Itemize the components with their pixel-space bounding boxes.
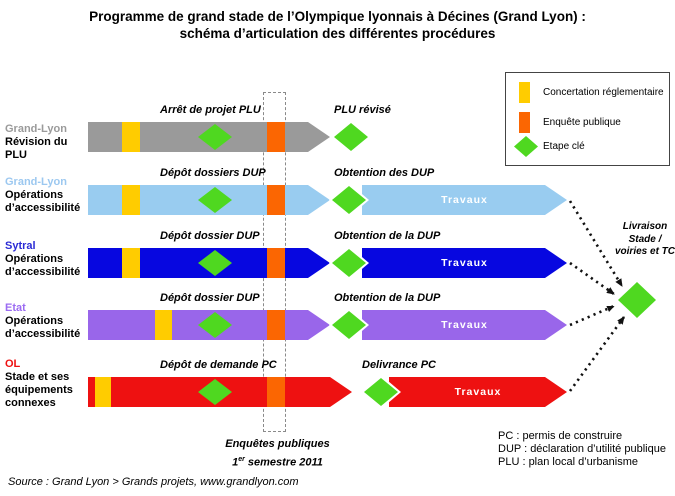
row-name-line: Opérations [5,189,64,201]
travaux-label: Travaux [454,386,502,398]
concertation-swatch-icon [519,82,530,103]
row-label-grandlyon-access: Grand-Lyon Opérations d’accessibilité [5,176,91,215]
concertation-segment [122,122,140,152]
abbrev-dup: DUP : déclaration d’utilité publique [498,443,666,456]
row-label-revision-plu: Grand-Lyon Révision du PLU [5,123,91,162]
row-name-line: Opérations [5,315,64,327]
semestre-prefix: 1 [232,456,239,469]
milestone-label: Dépôt dossier DUP [160,230,260,242]
milestone-label: Obtention de la DUP [334,292,441,304]
travaux-bar-ol: Travaux [389,377,567,407]
legend-label-concertation: Concertation réglementaire [543,87,664,98]
milestone-label: Arrêt de projet PLU [160,104,261,116]
semestre-sup: er [238,456,245,463]
row-org: OL [5,358,21,370]
title-line2: schéma d’articulation des différentes pr… [179,26,496,41]
row-org: Grand-Lyon [5,176,67,188]
milestone-label: PLU révisé [334,104,391,116]
travaux-label: Travaux [441,319,488,331]
title-line1: Programme de grand stade de l’Olympique … [89,9,586,24]
connector-sytral [569,261,615,296]
row-name-line: Opérations [5,253,64,265]
semestre-rest: semestre 2011 [244,456,323,469]
concertation-segment [95,377,111,407]
row-name-line: connexes [5,397,56,409]
enquete-segment [267,122,285,152]
concertation-segment [122,185,140,215]
legend: Concertation réglementaire Enquête publi… [505,72,670,166]
row-name-line: d’accessibilité [5,202,81,214]
enquete-segment [267,310,285,340]
row-name-line: d’accessibilité [5,266,81,278]
row-label-ol: OL Stade et ses équipements connexes [5,358,91,410]
page-title: Programme de grand stade de l’Olympique … [0,8,675,42]
enquete-swatch-icon [519,112,530,133]
enquete-segment [267,248,285,278]
livraison-diamond [618,282,656,318]
procedure-bar-plu [88,122,330,152]
travaux-label: Travaux [441,194,488,206]
abbrev-pc: PC : permis de construire [498,430,623,442]
etape-cle-diamond-icon [514,136,538,157]
travaux-bar-etat: Travaux [362,310,567,340]
row-name-line: d’accessibilité [5,328,81,340]
travaux-bar-sytral: Travaux [362,248,567,278]
row-org: Sytral [5,240,36,252]
milestone-diamond-fill [332,249,366,277]
connector-etat [569,304,615,327]
milestone-label: Obtention de la DUP [334,230,441,242]
abbreviations: PC : permis de construire DUP : déclarat… [498,430,666,470]
row-org: Grand-Lyon [5,123,67,135]
travaux-bar-grandlyon: Travaux [362,185,567,215]
concertation-segment [122,248,140,278]
milestone-label: Dépôt dossier DUP [160,292,260,304]
milestone-label: Delivrance PC [362,359,436,371]
enquete-segment [267,377,285,407]
travaux-label: Travaux [441,257,488,269]
milestone-diamond-fill [332,186,366,214]
livraison-line: Livraison [622,221,668,232]
abbrev-plu: PLU : plan local d’urbanisme [498,456,639,469]
row-name-line: équipements [5,384,73,396]
milestone-label: Obtention des DUP [334,167,435,179]
legend-label-etape: Etape clé [543,141,585,152]
connector-ol [568,316,626,392]
row-label-etat: Etat Opérations d’accessibilité [5,302,91,341]
milestone-diamond-fill [332,311,366,339]
livraison-line: voiries et TC [614,246,675,257]
livraison-line: Stade / [628,233,662,245]
row-name-line: Stade et ses [5,371,70,383]
source-credit: Source : Grand Lyon > Grands projets, ww… [8,476,299,488]
row-label-sytral: Sytral Opérations d’accessibilité [5,240,91,279]
milestone-label: Dépôt dossiers DUP [160,167,266,179]
row-name-line: Révision du PLU [5,136,68,161]
legend-label-enquete: Enquête publique [543,117,621,128]
enquetes-publiques-label: Enquêtes publiques [225,438,330,450]
row-org: Etat [5,302,26,314]
semestre-label: 1er semestre 2011 [210,456,345,469]
milestone-diamond [331,120,371,154]
concertation-segment [155,310,172,340]
enquete-segment [267,185,285,215]
livraison-label: Livraison Stade / voiries et TC [600,221,675,259]
milestone-diamond-fill [334,123,368,151]
milestone-label: Dépôt de demande PC [160,359,277,371]
